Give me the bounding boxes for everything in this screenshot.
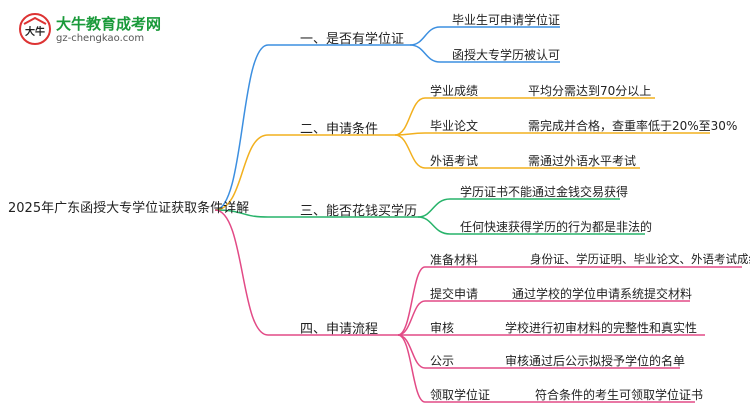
- edge-b2-c3: [394, 134, 500, 169]
- branch-2-item-1: 学业成绩: [430, 84, 479, 98]
- branch-2-item-3: 外语考试: [430, 154, 479, 168]
- branch-4-item-4: 公示: [430, 354, 455, 368]
- edge-b3-c1: [417, 198, 620, 218]
- branch-3-label: 三、能否花钱买学历: [300, 204, 418, 219]
- branch-1-label: 一、是否有学位证: [300, 32, 405, 47]
- logo-badge-icon: 大牛: [19, 13, 51, 45]
- logo-badge-text: 大牛: [25, 25, 45, 38]
- branch-2-item-2: 毕业论文: [430, 119, 479, 133]
- branch-3-item-2: 任何快速获得学历的行为都是非法的: [460, 220, 653, 234]
- branch-1-item-1: 毕业生可申请学位证: [452, 13, 561, 27]
- logo-title: 大牛教育成考网: [56, 15, 162, 33]
- edge-b3-c2: [417, 216, 645, 235]
- mindmap-root: 2025年广东函授大专学位证获取条件详解: [8, 201, 250, 216]
- branch-2-item-2-detail: 需完成并合格，查重率低于20%至30%: [528, 119, 738, 133]
- branch-3-item-1: 学历证书不能通过金钱交易获得: [460, 185, 629, 199]
- site-logo: 大牛 大牛教育成考网 gz-chengkao.com: [18, 10, 168, 50]
- edge-root-b2: [214, 134, 395, 211]
- branch-4-item-5-detail: 符合条件的考生可领取学位证书: [535, 388, 704, 402]
- branch-2-item-1-detail: 平均分需达到70分以上: [528, 84, 652, 98]
- branch-4-item-1: 准备材料: [430, 253, 479, 267]
- branch-4-item-3: 审核: [430, 321, 455, 335]
- branch-4-item-1-detail: 身份证、学历证明、毕业论文、外语考试成绩: [530, 252, 750, 266]
- branch-2-label: 二、申请条件: [300, 122, 379, 137]
- logo-url: gz-chengkao.com: [56, 33, 145, 44]
- branch-2-item-3-detail: 需通过外语水平考试: [528, 154, 637, 168]
- branch-4-label: 四、申请流程: [300, 322, 379, 337]
- branch-4-item-4-detail: 审核通过后公示拟授予学位的名单: [505, 354, 686, 368]
- edge-b4-c2: [397, 300, 500, 336]
- edge-b2-c2: [394, 132, 500, 136]
- branch-4-item-2: 提交申请: [430, 287, 479, 301]
- edge-root-b4: [214, 209, 398, 336]
- edge-root-b1: [214, 44, 410, 211]
- edge-b4-c1: [397, 266, 500, 336]
- edge-b1-c2: [409, 44, 560, 63]
- edge-root-b3: [214, 209, 418, 218]
- edge-b1-c1: [409, 26, 560, 46]
- branch-4-item-5: 领取学位证: [430, 388, 491, 402]
- branch-4-item-3-detail: 学校进行初审材料的完整性和真实性: [505, 321, 698, 335]
- edge-b2-c1: [394, 97, 500, 136]
- edge-b4-c5: [397, 334, 500, 403]
- branch-4-item-2-detail: 通过学校的学位申请系统提交材料: [512, 287, 693, 301]
- branch-1-item-2: 函授大专学历被认可: [452, 48, 561, 62]
